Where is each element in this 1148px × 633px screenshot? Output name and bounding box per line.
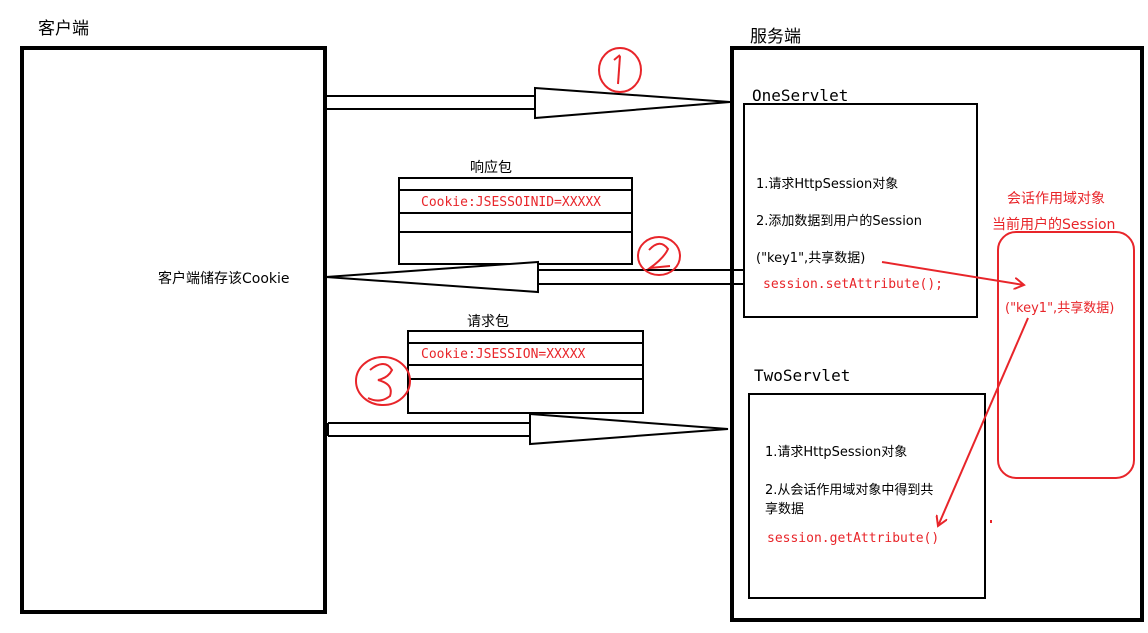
request-arrow-3 xyxy=(327,412,729,446)
step-1-marker xyxy=(598,47,642,93)
client-title: 客户端 xyxy=(38,19,89,39)
request-arrow-1 xyxy=(324,86,731,120)
one-servlet-box xyxy=(743,103,978,318)
session-scope-title-1: 会话作用域对象 xyxy=(1007,191,1105,207)
response-arrow-2 xyxy=(325,260,744,294)
client-box xyxy=(20,46,327,614)
one-servlet-data: ("key1",共享数据) xyxy=(756,251,866,266)
two-servlet-box xyxy=(748,393,986,599)
one-servlet-step2: 2.添加数据到用户的Session xyxy=(756,214,923,229)
response-packet-box xyxy=(398,177,633,265)
step-2-marker xyxy=(637,236,681,276)
client-stores-cookie: 客户端储存该Cookie xyxy=(158,271,290,287)
server-box xyxy=(730,46,1144,622)
session-scope-box xyxy=(997,231,1135,479)
request-packet-title: 请求包 xyxy=(467,314,509,330)
two-servlet-step2-line1: 2.从会话作用域对象中得到共 xyxy=(765,483,934,498)
request-packet-box xyxy=(407,330,644,414)
get-data-arrow xyxy=(938,317,1029,526)
store-data-arrow xyxy=(881,261,1024,285)
request-packet-cookie: Cookie:JSESSION=XXXXX xyxy=(421,347,586,362)
step-3-marker xyxy=(355,356,411,406)
red-dot xyxy=(990,520,992,523)
one-servlet-step1: 1.请求HttpSession对象 xyxy=(756,177,899,192)
response-packet-cookie: Cookie:JSESSOINID=XXXXX xyxy=(421,195,602,210)
session-scope-content: ("key1",共享数据) xyxy=(1005,301,1115,316)
two-servlet-code: session.getAttribute() xyxy=(767,531,940,546)
one-servlet-title: OneServlet xyxy=(752,86,849,105)
two-servlet-step2-line2: 享数据 xyxy=(765,502,805,517)
server-title: 服务端 xyxy=(750,27,801,47)
two-servlet-step1: 1.请求HttpSession对象 xyxy=(765,445,908,460)
response-packet-title: 响应包 xyxy=(470,160,512,176)
two-servlet-title: TwoServlet xyxy=(754,366,851,385)
one-servlet-code: session.setAttribute(); xyxy=(763,277,944,292)
session-scope-title-2: 当前用户的Session xyxy=(992,217,1116,233)
